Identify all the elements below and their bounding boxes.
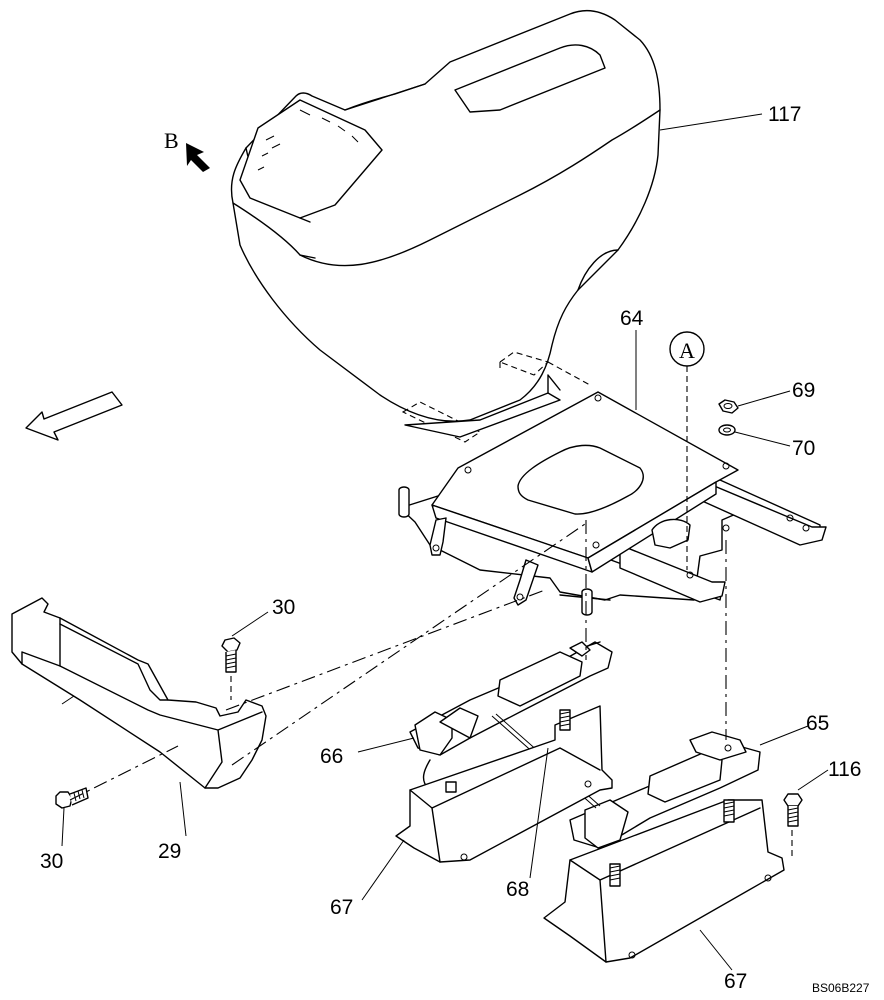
front-direction-arrow	[25, 391, 123, 441]
part-number-116: 116	[828, 758, 861, 781]
bolt-116	[783, 793, 803, 827]
slide-rail-65	[569, 731, 761, 849]
part-number-117: 117	[768, 103, 801, 126]
view-b-label: B	[164, 128, 179, 153]
detail-a-marker: A	[669, 331, 705, 570]
view-b-arrow: B	[164, 128, 210, 172]
part-number-67-right: 67	[724, 970, 747, 993]
assembly-guide-lines	[69, 520, 793, 860]
detail-a-label: A	[679, 338, 695, 363]
bolt-30-upper	[221, 637, 241, 700]
bracket-67-left	[395, 705, 613, 863]
part-number-69: 69	[792, 379, 815, 402]
part-number-30-upper: 30	[272, 596, 295, 619]
part-number-68: 68	[506, 878, 529, 901]
part-number-64: 64	[620, 307, 644, 330]
seat-117	[230, 9, 661, 422]
nut-69	[718, 399, 739, 414]
seat-plate-64	[398, 351, 827, 616]
washer-70	[718, 424, 736, 436]
bracket-67-right	[543, 799, 785, 963]
cover-29	[11, 597, 267, 789]
bolt-30-lower	[55, 787, 89, 809]
part-number-30-lower: 30	[40, 850, 63, 873]
leader-lines	[61, 113, 829, 971]
part-number-66: 66	[320, 745, 343, 768]
part-number-29: 29	[158, 840, 181, 863]
part-number-65: 65	[806, 712, 829, 735]
part-number-70: 70	[792, 437, 815, 460]
part-number-67-left: 67	[330, 896, 353, 919]
drawing-code: BS06B227	[812, 981, 870, 995]
